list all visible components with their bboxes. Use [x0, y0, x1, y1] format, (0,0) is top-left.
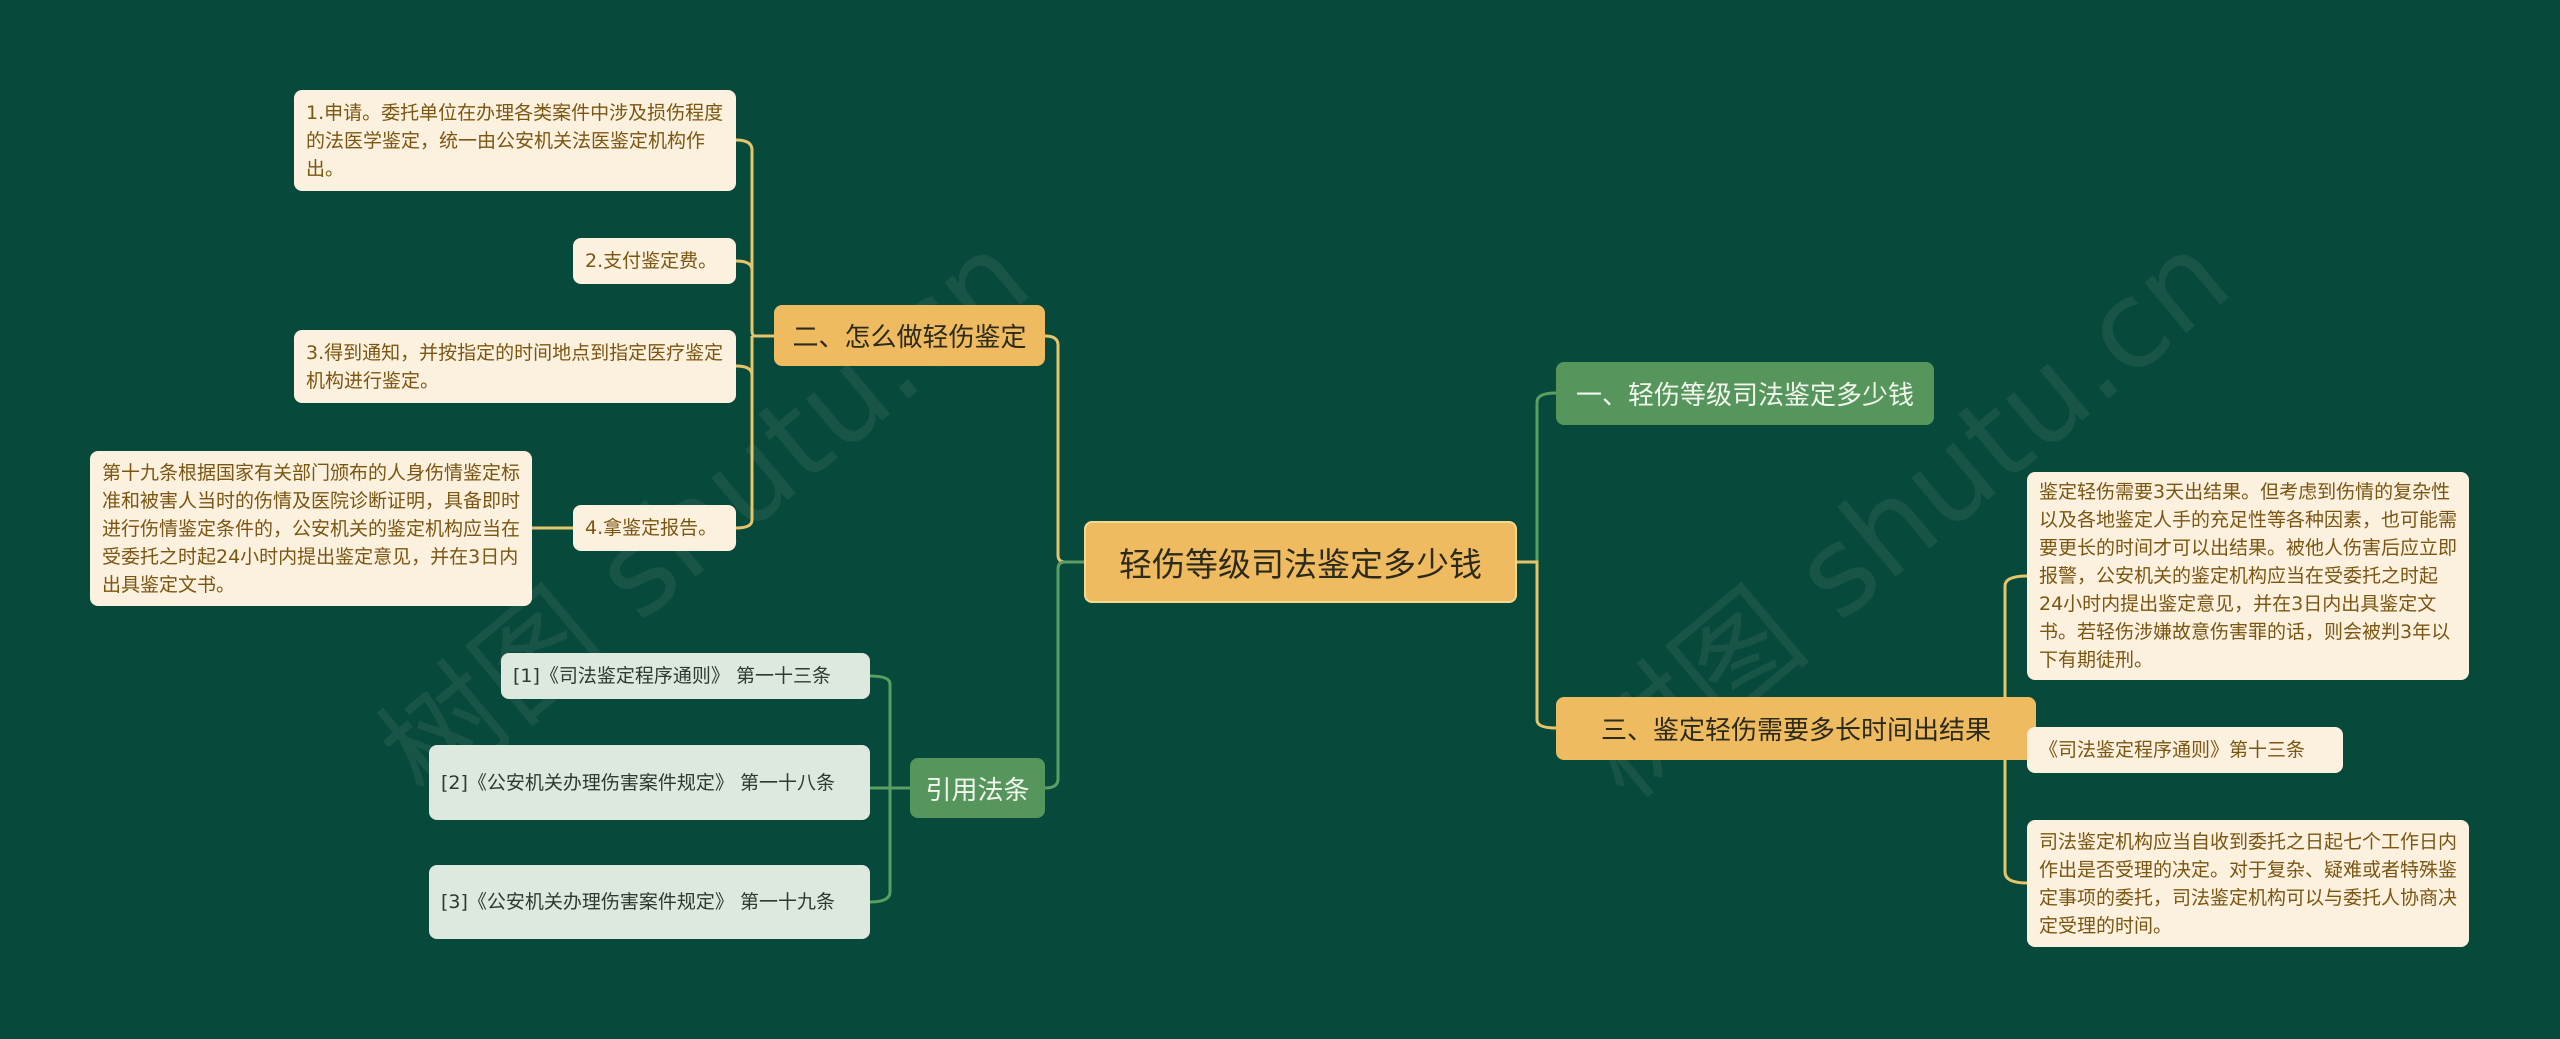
duration-detail-2[interactable]: 《司法鉴定程序通则》第十三条 — [2027, 727, 2343, 773]
branch-label: 引用法条 — [925, 775, 1030, 806]
connector — [735, 336, 754, 530]
citation-3[interactable]: [3]《公安机关办理伤害案件规定》 第一十九条 — [429, 865, 870, 939]
node-text: 4.拿鉴定报告。 — [585, 517, 718, 539]
node-text: 1.申请。委托单位在办理各类案件中涉及损伤程度的法医学鉴定，统一由公安机关法医鉴… — [306, 101, 724, 180]
connector — [2003, 574, 2036, 730]
citation-2[interactable]: [2]《公安机关办理伤害案件规定》 第一十八条 — [429, 745, 870, 820]
duration-detail-1[interactable]: 鉴定轻伤需要3天出结果。但考虑到伤情的复杂性以及各地鉴定人手的充足性等各种因素，… — [2027, 472, 2469, 680]
branch-cost[interactable]: 一、轻伤等级司法鉴定多少钱 — [1556, 362, 1934, 425]
branch-cited-laws[interactable]: 引用法条 — [910, 758, 1045, 818]
step-2-node[interactable]: 2.支付鉴定费。 — [573, 238, 736, 284]
connector — [869, 788, 892, 904]
connector — [1044, 560, 1084, 790]
connector — [1517, 391, 1557, 564]
node-text: 鉴定轻伤需要3天出结果。但考虑到伤情的复杂性以及各地鉴定人手的充足性等各种因素，… — [2039, 481, 2458, 671]
connector — [735, 259, 754, 271]
connector — [2003, 728, 2028, 885]
connector — [1517, 560, 1557, 730]
step-4-detail-node[interactable]: 第十九条根据国家有关部门颁布的人身伤情鉴定标准和被害人当时的伤情及医院诊断证明，… — [90, 451, 532, 606]
root-topic-label: 轻伤等级司法鉴定多少钱 — [1119, 545, 1482, 584]
node-text: 《司法鉴定程序通则》第十三条 — [2039, 739, 2306, 761]
step-1-node[interactable]: 1.申请。委托单位在办理各类案件中涉及损伤程度的法医学鉴定，统一由公安机关法医鉴… — [294, 90, 736, 191]
node-text: [2]《公安机关办理伤害案件规定》 第一十八条 — [441, 771, 835, 794]
root-topic[interactable]: 轻伤等级司法鉴定多少钱 — [1084, 521, 1517, 603]
branch-how-to-appraise[interactable]: 二、怎么做轻伤鉴定 — [774, 305, 1045, 366]
connector — [1044, 334, 1084, 564]
step-3-node[interactable]: 3.得到通知，并按指定的时间地点到指定医疗鉴定机构进行鉴定。 — [294, 330, 736, 403]
branch-duration[interactable]: 三、鉴定轻伤需要多长时间出结果 — [1556, 697, 2036, 760]
node-text: [1]《司法鉴定程序通则》 第一十三条 — [513, 665, 831, 687]
connector — [869, 674, 910, 790]
step-4-node[interactable]: 4.拿鉴定报告。 — [573, 505, 736, 551]
citation-1[interactable]: [1]《司法鉴定程序通则》 第一十三条 — [501, 653, 870, 699]
node-text: 第十九条根据国家有关部门颁布的人身伤情鉴定标准和被害人当时的伤情及医院诊断证明，… — [102, 461, 521, 596]
connector — [735, 336, 754, 376]
node-text: 2.支付鉴定费。 — [585, 250, 718, 272]
duration-detail-3[interactable]: 司法鉴定机构应当自收到委托之日起七个工作日内作出是否受理的决定。对于复杂、疑难或… — [2027, 820, 2469, 947]
branch-label: 三、鉴定轻伤需要多长时间出结果 — [1600, 716, 1991, 746]
connector — [735, 138, 774, 338]
branch-label: 一、轻伤等级司法鉴定多少钱 — [1575, 381, 1914, 411]
node-text: 司法鉴定机构应当自收到委托之日起七个工作日内作出是否受理的决定。对于复杂、疑难或… — [2039, 830, 2458, 937]
node-text: 3.得到通知，并按指定的时间地点到指定医疗鉴定机构进行鉴定。 — [306, 341, 724, 392]
node-text: [3]《公安机关办理伤害案件规定》 第一十九条 — [441, 891, 835, 913]
branch-label: 二、怎么做轻伤鉴定 — [792, 323, 1027, 353]
